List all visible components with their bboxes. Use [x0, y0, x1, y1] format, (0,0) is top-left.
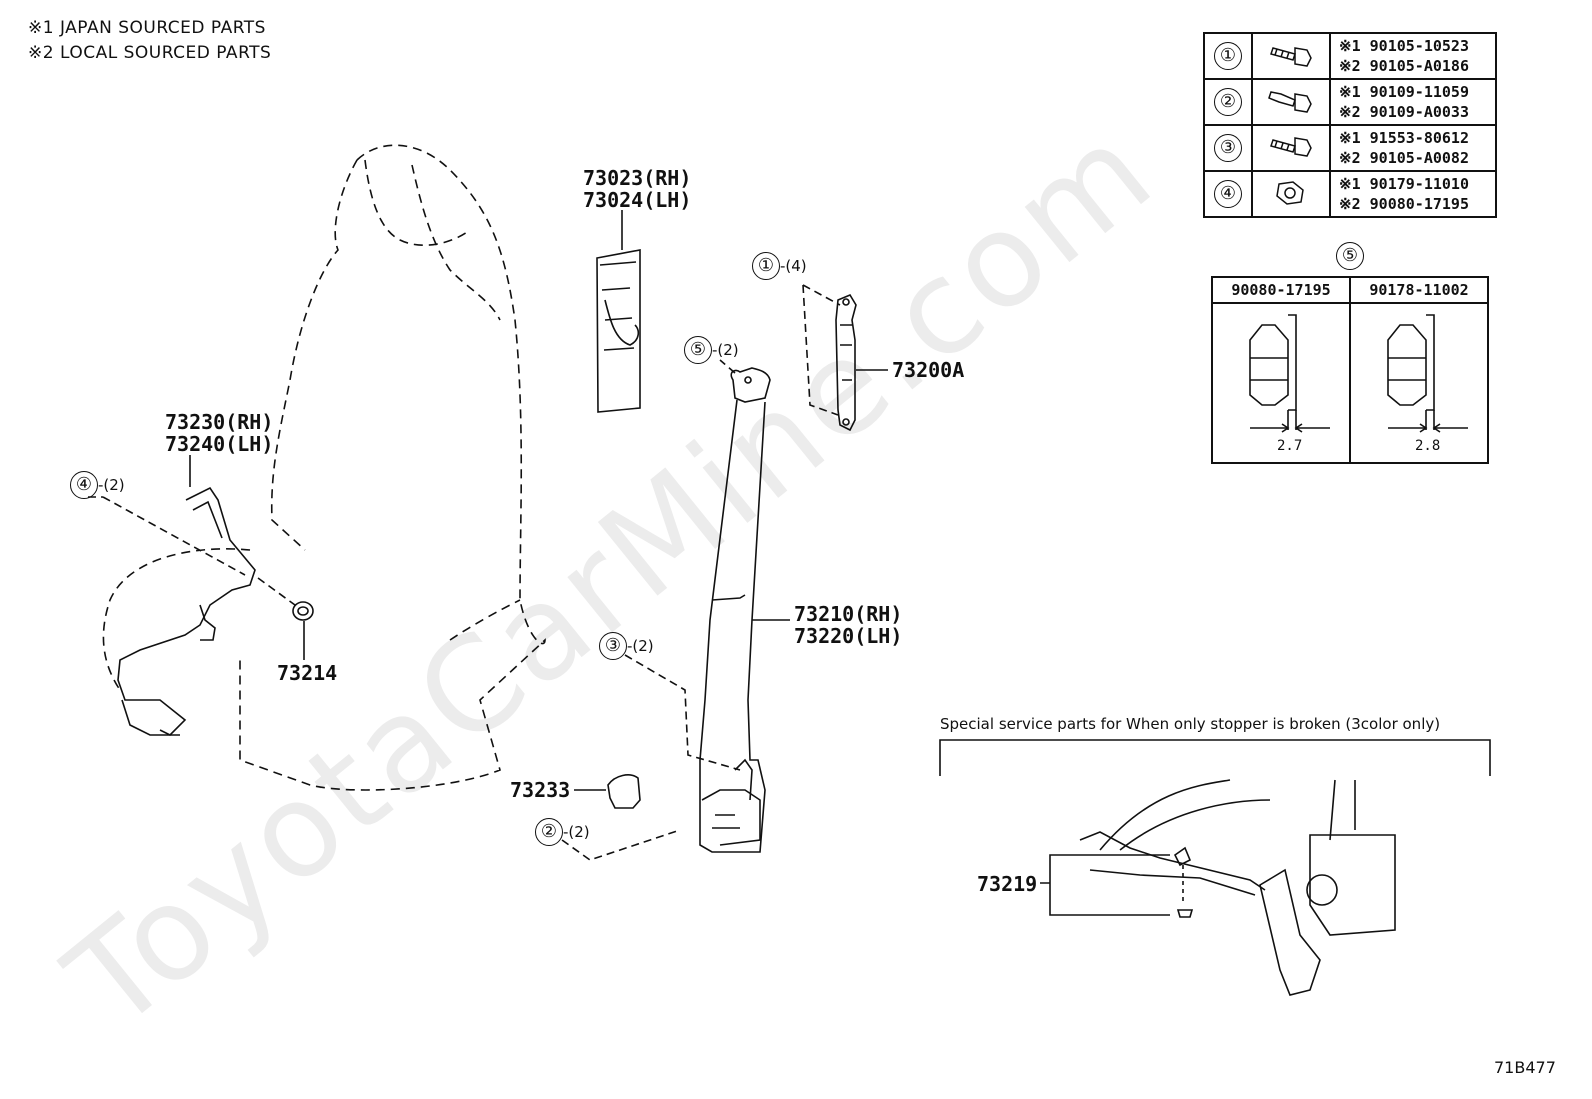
fastener-code-2: ※2 90109-A0033 — [1339, 103, 1469, 121]
legend-local-sourced: ※2 LOCAL SOURCED PARTS — [28, 43, 272, 63]
nut-dim-2: 2.8 — [1415, 438, 1441, 454]
fastener-code-1: ※1 91553-80612 — [1339, 129, 1469, 147]
fastener-table: ① ※1 90105-10523 ※2 90105-A0186 ② ※1 9010… — [1203, 32, 1497, 218]
part-73023[interactable]: 73023(RH) — [583, 166, 692, 190]
special-box-title: Special service parts for When only stop… — [940, 715, 1441, 733]
callout-2-qty: -(2) — [563, 823, 590, 841]
fastener-num: ④ — [1214, 180, 1242, 208]
callout-3-circle: ③ — [599, 632, 627, 660]
part-73230[interactable]: 73230(RH) — [165, 410, 274, 434]
part-73200A[interactable]: 73200A — [892, 358, 965, 382]
bolt-icon — [1270, 137, 1312, 157]
part-73024[interactable]: 73024(LH) — [583, 188, 692, 212]
callout-1-circle: ① — [752, 252, 780, 280]
nut-table: 90080-17195 90178-11002 2.7 2.8 — [1211, 276, 1489, 464]
bolt-icon — [1270, 47, 1312, 67]
callout-3: ③-(2) — [599, 632, 654, 660]
callout-4: ④-(2) — [70, 471, 125, 499]
fastener-code-1: ※1 90179-11010 — [1339, 175, 1469, 193]
fastener-code-2: ※2 90080-17195 — [1339, 195, 1469, 213]
nut-icon — [1276, 181, 1304, 205]
shoulder-anchor-adjuster — [835, 293, 857, 432]
legend-japan-sourced: ※1 JAPAN SOURCED PARTS — [28, 18, 266, 38]
seat-outline — [102, 144, 546, 791]
nut-code-1: 90080-17195 — [1211, 276, 1351, 304]
callout-5: ⑤-(2) — [684, 336, 739, 364]
callout-3-qty: -(2) — [627, 637, 654, 655]
fastener-code-1: ※1 90109-11059 — [1339, 83, 1469, 101]
callout-1: ①-(4) — [752, 252, 807, 280]
nut-table-circle: ⑤ — [1336, 242, 1364, 270]
buckle-assembly — [117, 486, 256, 736]
fastener-code-2: ※2 90105-A0186 — [1339, 57, 1469, 75]
callout-2-circle: ② — [535, 818, 563, 846]
special-box-frame — [939, 739, 1491, 776]
diagram-code: 71B477 — [1494, 1058, 1556, 1077]
part-73219[interactable]: 73219 — [977, 872, 1038, 896]
pillar-cover — [596, 249, 641, 413]
bolt-icon — [1268, 91, 1312, 113]
callout-2: ②-(2) — [535, 818, 590, 846]
callout-1-qty: -(4) — [780, 257, 807, 275]
part-73210[interactable]: 73210(RH) — [794, 602, 903, 626]
nut-code-2: 90178-11002 — [1349, 276, 1489, 304]
callout-4-circle: ④ — [70, 471, 98, 499]
part-73240[interactable]: 73240(LH) — [165, 432, 274, 456]
fastener-row: ② ※1 90109-11059 ※2 90109-A0033 — [1203, 78, 1497, 126]
fastener-row: ③ ※1 91553-80612 ※2 90105-A0082 — [1203, 124, 1497, 172]
part-73233[interactable]: 73233 — [510, 778, 571, 802]
fastener-num: ① — [1214, 42, 1242, 70]
nut-table-label: ⑤ — [1336, 242, 1364, 270]
fastener-code-1: ※1 90105-10523 — [1339, 37, 1469, 55]
callout-4-qty: -(2) — [98, 476, 125, 494]
seat-belt-assembly — [699, 367, 771, 853]
nut-dim-1: 2.7 — [1277, 438, 1303, 454]
fastener-num: ② — [1214, 88, 1242, 116]
part-73220[interactable]: 73220(LH) — [794, 624, 903, 648]
fastener-code-2: ※2 90105-A0082 — [1339, 149, 1469, 167]
part-73214[interactable]: 73214 — [277, 661, 338, 685]
special-stopper-drawing — [1079, 779, 1396, 996]
fastener-num: ③ — [1214, 134, 1242, 162]
callout-5-qty: -(2) — [712, 341, 739, 359]
stopper-73233 — [607, 774, 641, 809]
callout-5-circle: ⑤ — [684, 336, 712, 364]
washer-73214 — [292, 601, 314, 621]
fastener-row: ④ ※1 90179-11010 ※2 90080-17195 — [1203, 170, 1497, 218]
fastener-row: ① ※1 90105-10523 ※2 90105-A0186 — [1203, 32, 1497, 80]
